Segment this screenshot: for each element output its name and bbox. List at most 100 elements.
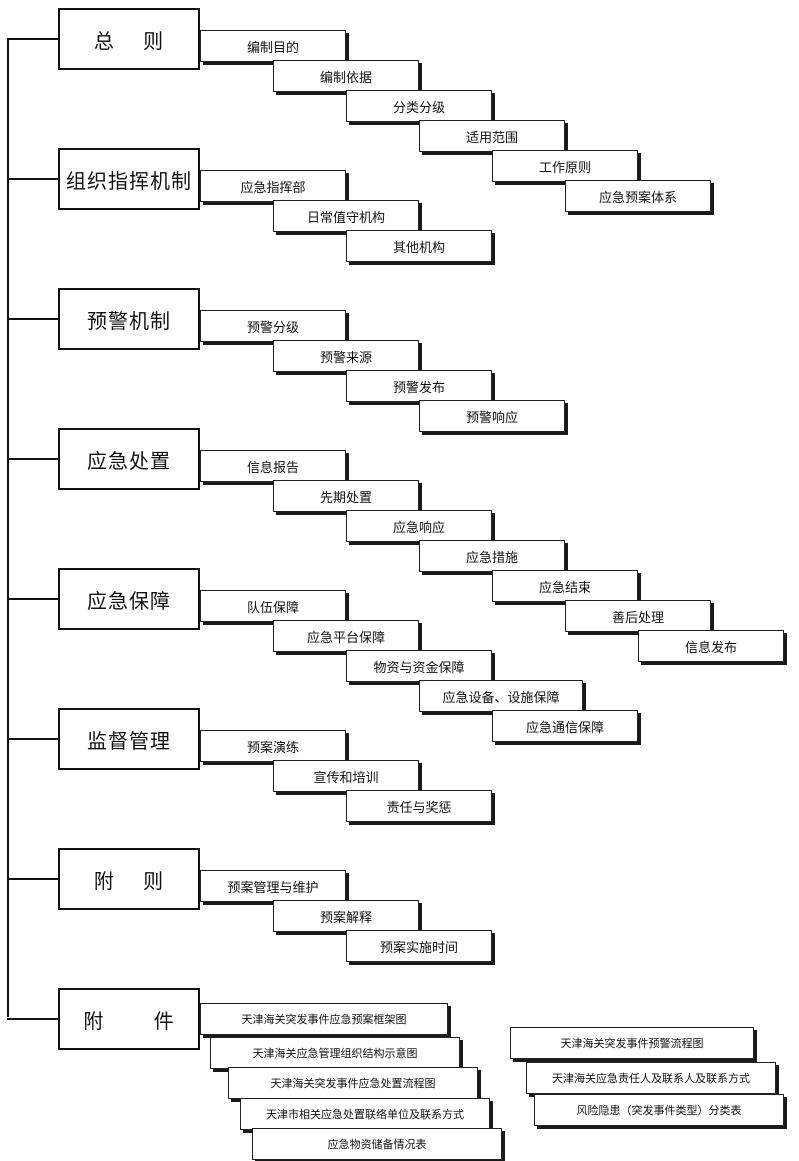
subsection-label: 应急措施 [465, 550, 518, 566]
subsection-label: 宣传和培训 [313, 770, 379, 786]
section-box-6: 监督管理 [58, 708, 200, 770]
subsection-box: 其他机构 [346, 230, 492, 262]
subsection-label: 物资与资金保障 [373, 660, 465, 676]
subsection-label: 信息发布 [684, 640, 737, 656]
subsection-label: 应急平台保障 [306, 630, 385, 646]
subsection-label: 责任与奖惩 [386, 800, 452, 816]
subsection-box: 信息发布 [638, 630, 784, 662]
section-title: 预警机制 [87, 308, 171, 333]
subsection-box: 预警来源 [273, 340, 419, 372]
subsection-label: 预案管理与维护 [227, 880, 319, 896]
subsection-box: 日常值守机构 [273, 200, 419, 232]
subsection-label: 预案演练 [246, 740, 299, 756]
subsection-box: 应急指挥部 [200, 170, 346, 202]
section-title: 总 则 [93, 28, 165, 53]
subsection-label: 应急预案体系 [598, 190, 677, 206]
subsection-box: 应急平台保障 [273, 620, 419, 652]
section-box-8: 附 件 [58, 988, 200, 1050]
subsection-label: 编制依据 [319, 70, 372, 86]
subsection-label: 预警来源 [319, 350, 372, 366]
subsection-label: 信息报告 [246, 460, 299, 476]
subsection-label: 应急指挥部 [240, 180, 306, 196]
attachment-label: 天津市相关应急处置联络单位及联系方式 [266, 1108, 464, 1121]
subsection-box: 应急预案体系 [565, 180, 711, 212]
subsection-label: 预警分级 [246, 320, 299, 336]
attachment-box: 天津海关突发事件应急处置流程图 [228, 1067, 478, 1099]
subsection-box: 队伍保障 [200, 590, 346, 622]
subsection-label: 工作原则 [538, 160, 591, 176]
subsection-box: 预警响应 [419, 400, 565, 432]
attachment-label: 天津海关突发事件应急预案框架图 [241, 1013, 407, 1026]
section-title: 监督管理 [87, 728, 171, 753]
subsection-label: 应急设备、设施保障 [442, 690, 560, 706]
subsection-label: 善后处理 [611, 610, 664, 626]
subsection-box: 预案解释 [273, 900, 419, 932]
subsection-box: 责任与奖惩 [346, 790, 492, 822]
attachment-label: 风险隐患（突发事件类型）分类表 [576, 1104, 742, 1117]
attachment-box: 天津海关突发事件应急预案框架图 [200, 1003, 448, 1035]
section-title: 组织指挥机制 [66, 168, 192, 193]
subsection-box: 应急设备、设施保障 [419, 680, 583, 712]
attachment-box: 天津海关应急管理组织结构示意图 [210, 1037, 460, 1069]
subsection-box: 分类分级 [346, 90, 492, 122]
section-box-2: 组织指挥机制 [58, 148, 200, 210]
connector-7 [7, 878, 58, 880]
subsection-label: 先期处置 [319, 490, 372, 506]
attachment-label: 天津海关应急管理组织结构示意图 [252, 1047, 418, 1060]
section-title: 应急处置 [87, 448, 171, 473]
subsection-label: 适用范围 [465, 130, 518, 146]
subsection-label: 日常值守机构 [306, 210, 385, 226]
subsection-label: 应急通信保障 [525, 720, 604, 736]
attachment-box: 天津市相关应急处置联络单位及联系方式 [240, 1098, 490, 1130]
subsection-box: 工作原则 [492, 150, 638, 182]
attachment-box: 应急物资储备情况表 [252, 1128, 502, 1160]
subsection-box: 预案管理与维护 [200, 870, 346, 902]
subsection-box: 应急响应 [346, 510, 492, 542]
section-title: 附 则 [93, 868, 165, 893]
subsection-box: 先期处置 [273, 480, 419, 512]
subsection-box: 预警分级 [200, 310, 346, 342]
subsection-label: 编制目的 [246, 40, 299, 56]
attachment-box: 天津海关应急责任人及联系人及联系方式 [526, 1062, 776, 1094]
subsection-label: 应急响应 [392, 520, 445, 536]
attachment-label: 应急物资储备情况表 [327, 1138, 427, 1151]
subsection-label: 预警响应 [465, 410, 518, 426]
section-box-1: 总 则 [58, 8, 200, 70]
subsection-label: 预警发布 [392, 380, 445, 396]
attachment-label: 天津海关突发事件应急处置流程图 [270, 1077, 436, 1090]
subsection-box: 应急结束 [492, 570, 638, 602]
section-box-4: 应急处置 [58, 428, 200, 490]
subsection-label: 预案解释 [319, 910, 372, 926]
section-title: 附 件 [83, 1008, 175, 1033]
section-box-5: 应急保障 [58, 568, 200, 630]
subsection-label: 其他机构 [392, 240, 445, 256]
connector-6 [7, 738, 58, 740]
attachment-label: 天津海关突发事件预警流程图 [560, 1037, 704, 1050]
subsection-box: 宣传和培训 [273, 760, 419, 792]
subsection-label: 队伍保障 [246, 600, 299, 616]
subsection-box: 善后处理 [565, 600, 711, 632]
connector-8 [7, 1018, 58, 1020]
section-title: 应急保障 [87, 588, 171, 613]
subsection-box: 编制目的 [200, 30, 346, 62]
section-box-3: 预警机制 [58, 288, 200, 350]
connector-1 [7, 38, 58, 40]
connector-5 [7, 598, 58, 600]
subsection-box: 应急通信保障 [492, 710, 638, 742]
subsection-box: 物资与资金保障 [346, 650, 492, 682]
subsection-label: 应急结束 [538, 580, 591, 596]
attachment-box: 风险隐患（突发事件类型）分类表 [534, 1094, 784, 1126]
subsection-label: 分类分级 [392, 100, 445, 116]
section-box-7: 附 则 [58, 848, 200, 910]
subsection-box: 应急措施 [419, 540, 565, 572]
subsection-box: 预案演练 [200, 730, 346, 762]
attachment-label: 天津海关应急责任人及联系人及联系方式 [552, 1072, 750, 1085]
subsection-box: 预案实施时间 [346, 930, 492, 962]
subsection-box: 信息报告 [200, 450, 346, 482]
subsection-box: 编制依据 [273, 60, 419, 92]
subsection-box: 预警发布 [346, 370, 492, 402]
attachment-box: 天津海关突发事件预警流程图 [510, 1027, 754, 1059]
connector-3 [7, 318, 58, 320]
subsection-label: 预案实施时间 [379, 940, 458, 956]
